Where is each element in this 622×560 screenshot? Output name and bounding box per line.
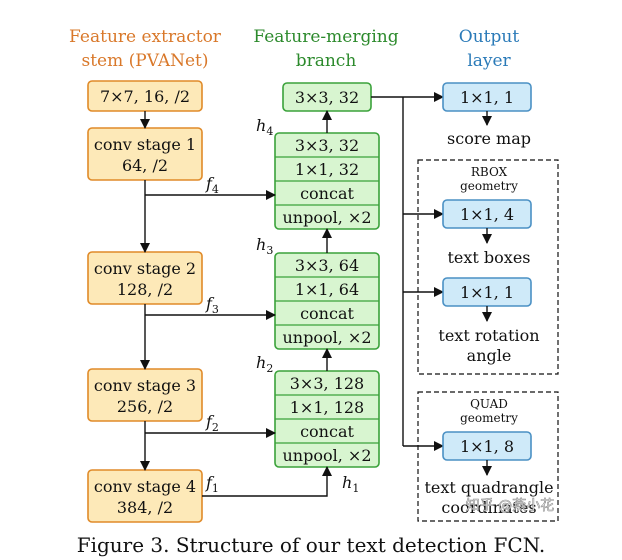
label-h2: h2 — [256, 353, 273, 375]
merge-group-h4: 3×3, 32 1×1, 32 concat unpool, ×2 — [274, 132, 380, 230]
text-boxes-conv-label: 1×1, 4 — [460, 205, 514, 224]
merge-top-conv-label: 3×3, 32 — [295, 88, 359, 107]
conv-stage-2-params: 128, /2 — [117, 280, 173, 299]
rotation-label-line2: angle — [467, 346, 512, 365]
conv-stage-2-title: conv stage 2 — [94, 259, 196, 278]
rotation-angle-conv-label: 1×1, 1 — [460, 283, 514, 302]
merge-header-line1: Feature-merging — [253, 27, 398, 47]
label-h4: h4 — [256, 116, 273, 138]
figure-caption: Figure 3. Structure of our text detectio… — [77, 533, 546, 557]
stem-first-conv-label: 7×7, 16, /2 — [100, 87, 190, 106]
rbox-subtitle: geometry — [460, 179, 518, 193]
quad-conv-label: 1×1, 8 — [460, 437, 514, 456]
arrow-f1-to-h2 — [202, 466, 332, 497]
quad-label-line1: text quadrangle — [424, 478, 553, 497]
h2-concat: concat — [300, 422, 354, 441]
score-map-label: score map — [447, 129, 531, 148]
quad-group-frame — [417, 391, 559, 522]
label-h3: h3 — [256, 235, 273, 257]
h4-unpool: unpool, ×2 — [283, 208, 372, 227]
conv-stage-3-title: conv stage 3 — [94, 376, 196, 395]
text-boxes-conv: 1×1, 4 — [442, 199, 532, 229]
quad-label-line2: coordinates — [441, 498, 536, 517]
h2-unpool: unpool, ×2 — [283, 446, 372, 465]
score-map-conv-label: 1×1, 1 — [460, 88, 514, 107]
quad-title: QUAD — [470, 397, 508, 411]
stem-first-conv: 7×7, 16, /2 — [87, 80, 203, 112]
conv-stage-4-params: 384, /2 — [117, 498, 173, 517]
watermark: 知乎 @燕小花 — [466, 497, 554, 514]
rotation-label-line1: text rotation — [438, 326, 539, 345]
h4-conv3: 3×3, 32 — [295, 136, 359, 155]
conv-stage-2: conv stage 2 128, /2 — [87, 251, 203, 305]
merge-group-h2: 3×3, 128 1×1, 128 concat unpool, ×2 — [274, 370, 380, 468]
conv-stage-4-title: conv stage 4 — [94, 477, 196, 496]
h2-conv3: 3×3, 128 — [290, 374, 364, 393]
quad-conv: 1×1, 8 — [442, 431, 532, 461]
label-f3: f3 — [205, 294, 219, 316]
label-f2: f2 — [205, 412, 219, 434]
output-header-line1: Output — [459, 27, 520, 47]
conv-stage-1-title: conv stage 1 — [94, 135, 196, 154]
rbox-title: RBOX — [471, 165, 508, 179]
label-f4: f4 — [205, 174, 219, 196]
conv-stage-1: conv stage 1 64, /2 — [87, 127, 203, 181]
h3-conv1: 1×1, 64 — [295, 280, 359, 299]
h4-concat: concat — [300, 184, 354, 203]
h3-concat: concat — [300, 304, 354, 323]
h4-conv1: 1×1, 32 — [295, 160, 359, 179]
h2-conv1: 1×1, 128 — [290, 398, 364, 417]
conv-stage-3-params: 256, /2 — [117, 397, 173, 416]
rotation-angle-conv: 1×1, 1 — [442, 277, 532, 307]
conv-stage-1-params: 64, /2 — [122, 156, 168, 175]
stem-header-line1: Feature extractor — [69, 27, 222, 47]
h3-conv3: 3×3, 64 — [295, 256, 359, 275]
label-h1: h1 — [342, 473, 359, 495]
conv-stage-4: conv stage 4 384, /2 — [87, 469, 203, 523]
score-map-conv: 1×1, 1 — [442, 82, 532, 112]
merge-top-conv: 3×3, 32 — [282, 82, 372, 112]
rbox-group-frame — [417, 159, 559, 375]
quad-subtitle: geometry — [460, 411, 518, 425]
merge-header-line2: branch — [296, 51, 357, 71]
text-boxes-label: text boxes — [447, 248, 530, 267]
conv-stage-3: conv stage 3 256, /2 — [87, 368, 203, 422]
output-header-line2: layer — [467, 51, 511, 71]
h3-unpool: unpool, ×2 — [283, 328, 372, 347]
stem-header-line2: stem (PVANet) — [81, 51, 208, 71]
merge-group-h3: 3×3, 64 1×1, 64 concat unpool, ×2 — [274, 252, 380, 350]
label-f1: f1 — [205, 473, 219, 495]
